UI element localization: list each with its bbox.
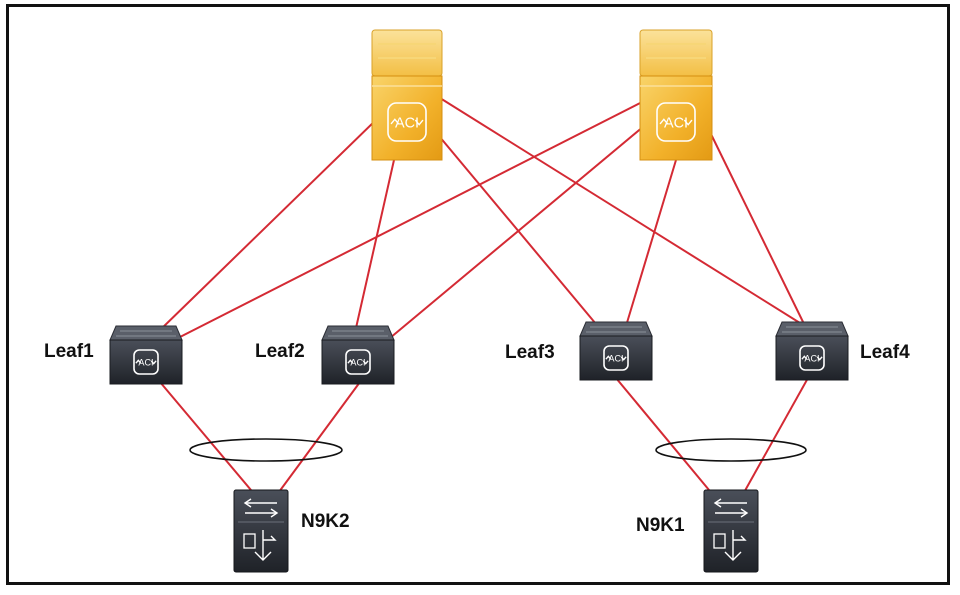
link-leaf1-n9k2 xyxy=(159,381,257,497)
spine-switch-2: ACI xyxy=(639,29,713,161)
aci-leaf-switch-icon-text: ACI xyxy=(350,357,365,367)
links-layer xyxy=(157,97,809,497)
aci-leaf-switch-icon: ACI xyxy=(345,349,371,375)
port-channel-n9k2 xyxy=(189,438,343,462)
leaf4-label: Leaf4 xyxy=(860,342,910,363)
leaf2-label: Leaf2 xyxy=(255,341,305,362)
aci-spine-switch-icon: ACI xyxy=(387,102,427,142)
leaf3-label: Leaf3 xyxy=(505,342,555,363)
link-spine2-leaf1 xyxy=(177,99,647,339)
leaf-switch-1: ACI xyxy=(109,325,183,385)
link-spine2-leaf4 xyxy=(707,127,807,329)
link-spine1-leaf2 xyxy=(355,159,395,329)
aci-leaf-switch-icon: ACI xyxy=(799,345,825,371)
aci-spine-switch-icon-text: ACI xyxy=(395,115,419,131)
link-leaf4-n9k1 xyxy=(741,377,809,497)
link-leaf2-n9k2 xyxy=(275,381,361,497)
aci-leaf-switch-icon: ACI xyxy=(603,345,629,371)
link-spine1-leaf4 xyxy=(439,97,809,329)
nexus-switch-icon xyxy=(243,498,279,518)
aci-spine-switch-icon: ACI xyxy=(656,102,696,142)
aci-spine-switch-icon-text: ACI xyxy=(664,115,688,131)
n9k1-label: N9K1 xyxy=(636,515,685,536)
aci-leaf-switch-icon-text: ACI xyxy=(608,353,623,363)
link-spine1-leaf1 xyxy=(157,117,379,333)
port-channel-n9k1 xyxy=(655,438,807,462)
link-spine2-leaf3 xyxy=(625,159,677,327)
leaf-switch-3: ACI xyxy=(579,321,653,381)
leaf1-label: Leaf1 xyxy=(44,341,94,362)
link-leaf3-n9k1 xyxy=(615,377,715,497)
link-spine1-leaf3 xyxy=(433,129,597,325)
nexus-switch-n9k2 xyxy=(233,489,289,573)
leaf-switch-4: ACI xyxy=(775,321,849,381)
nodes-layer: ACI ACI ACI ACI ACI ACI xyxy=(109,29,849,573)
diagram-frame xyxy=(6,4,950,585)
aci-leaf-switch-icon-text: ACI xyxy=(804,353,819,363)
aci-leaf-switch-icon-text: ACI xyxy=(138,357,153,367)
leaf-switch-2: ACI xyxy=(321,325,395,385)
nexus-switch-n9k1 xyxy=(703,489,759,573)
link-spine2-leaf2 xyxy=(389,125,645,339)
port-channel-layer xyxy=(189,438,807,462)
n9k2-label: N9K2 xyxy=(301,511,350,532)
nexus-switch-icon xyxy=(713,498,749,518)
aci-leaf-switch-icon: ACI xyxy=(133,349,159,375)
spine-switch-1: ACI xyxy=(371,29,443,161)
